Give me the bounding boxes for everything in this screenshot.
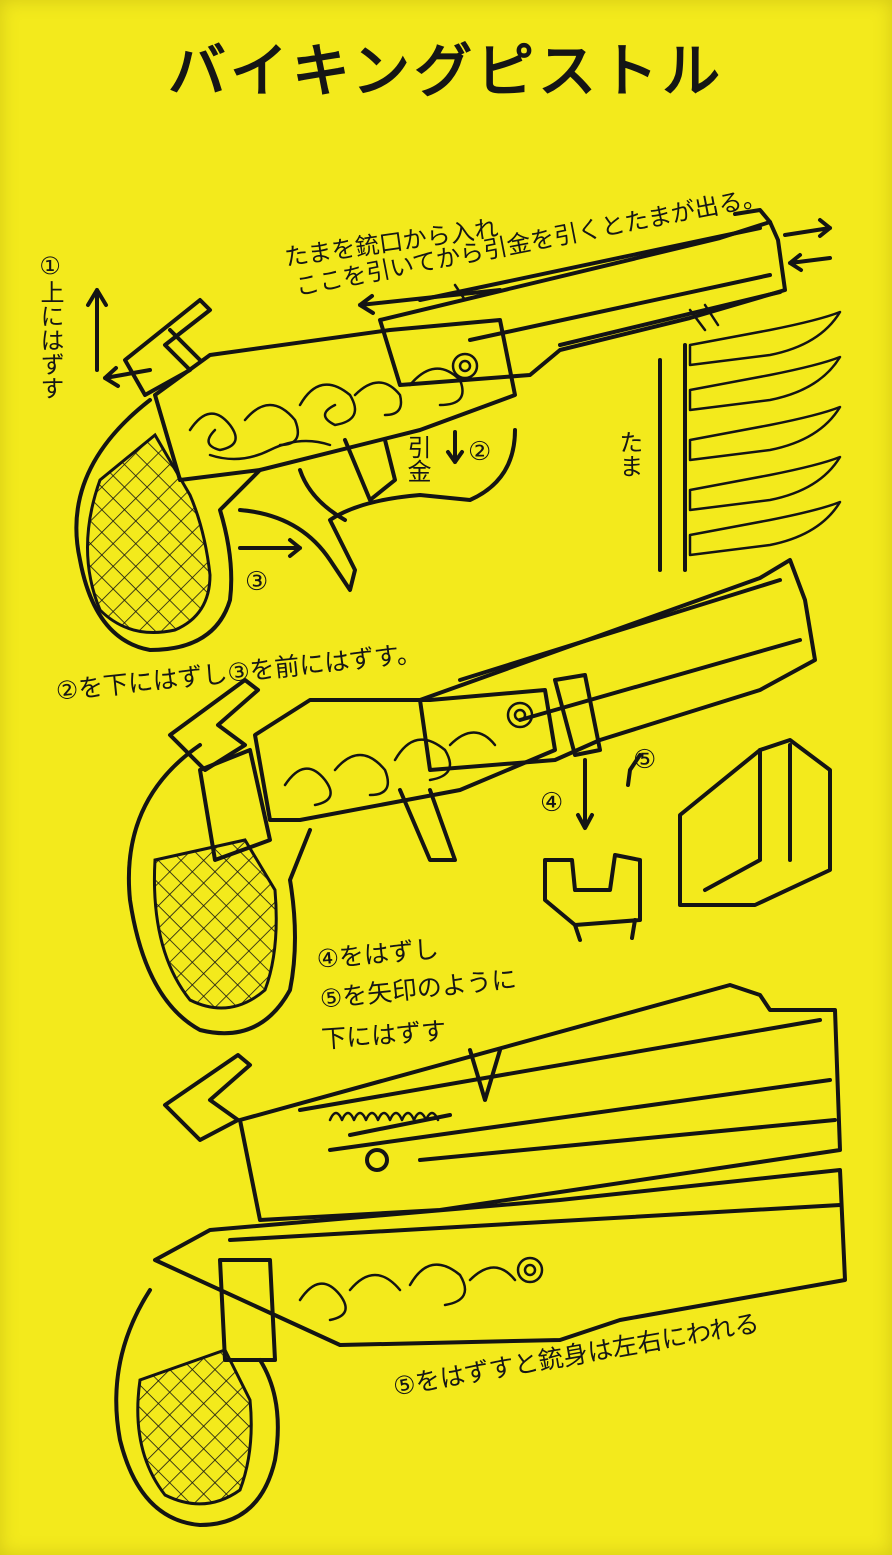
step3-marker: ③ <box>245 567 269 597</box>
ammo-label: たま <box>615 430 643 478</box>
trigger-label: 引金 <box>403 435 431 483</box>
figure-2-pistol <box>126 558 832 1036</box>
step1-label: ①上にはずす <box>36 252 64 400</box>
page-title: バイキングピストル <box>167 37 725 105</box>
step2-marker: ② <box>468 437 492 467</box>
step5-marker: ⑤ <box>633 745 657 775</box>
step4-marker: ④ <box>540 788 564 818</box>
figure-3-pistol <box>114 983 847 1527</box>
figure-1-pistol <box>74 208 842 652</box>
